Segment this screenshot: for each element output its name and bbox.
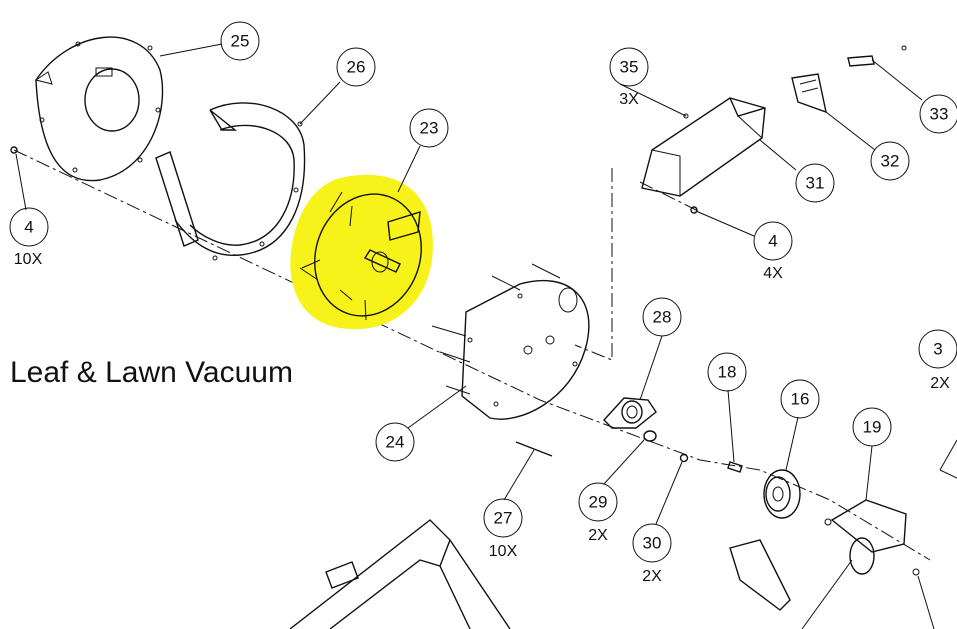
- svg-text:30: 30: [643, 534, 662, 553]
- part-27-bolt: [515, 441, 553, 457]
- svg-text:4: 4: [768, 232, 777, 251]
- vertical-center-line: [574, 168, 613, 361]
- impeller-highlight: [290, 174, 433, 330]
- part-33-bracket: [847, 45, 907, 67]
- partial-part-3: [939, 439, 957, 479]
- svg-text:3X: 3X: [619, 91, 639, 108]
- svg-text:4: 4: [24, 218, 33, 237]
- svg-text:3: 3: [933, 340, 942, 359]
- part-18-key: [727, 461, 743, 473]
- callout-28: 28: [642, 297, 682, 337]
- callout-27: 27 10X: [483, 498, 523, 560]
- part-26-scroll-band: [155, 102, 306, 261]
- svg-text:10X: 10X: [489, 543, 518, 560]
- svg-text:2X: 2X: [642, 568, 662, 585]
- callout-29: 29 2X: [578, 482, 618, 544]
- callout-33: 33: [919, 94, 957, 134]
- lower-bracket: [729, 539, 791, 611]
- part-24-back-plate: [431, 263, 590, 420]
- part-4-nut-chute: [690, 206, 698, 214]
- callout-23: 23: [409, 108, 449, 148]
- callout-16: 16: [780, 379, 820, 419]
- svg-text:10X: 10X: [14, 251, 43, 268]
- part-19-gear-mount: [824, 499, 920, 576]
- chute-center-line: [639, 181, 701, 213]
- callout-19: 19: [852, 407, 892, 447]
- callout-4-chute: 4 4X: [753, 221, 793, 282]
- leader-lines: [15, 43, 935, 629]
- part-30-nut: [679, 453, 689, 463]
- part-31-discharge-chute: [641, 97, 766, 197]
- svg-text:4X: 4X: [763, 265, 783, 282]
- svg-text:18: 18: [718, 363, 737, 382]
- svg-text:2X: 2X: [588, 527, 608, 544]
- callout-18: 18: [707, 352, 747, 392]
- svg-text:23: 23: [420, 119, 439, 138]
- part-4-nut-left: [10, 146, 18, 154]
- svg-text:35: 35: [620, 58, 639, 77]
- callout-25: 25: [220, 21, 260, 61]
- svg-text:31: 31: [806, 174, 825, 193]
- callout-4-left: 4 10X: [9, 207, 49, 268]
- svg-text:26: 26: [347, 58, 366, 77]
- part-25-housing-cover: [34, 36, 164, 182]
- svg-text:33: 33: [930, 105, 949, 124]
- svg-text:27: 27: [494, 509, 513, 528]
- svg-text:2X: 2X: [930, 375, 950, 392]
- part-29-washer: [643, 430, 657, 442]
- part-32-flap: [791, 73, 827, 114]
- assembly-center-line: [13, 149, 931, 561]
- callout-35: 35 3X: [609, 47, 649, 108]
- svg-text:29: 29: [589, 493, 608, 512]
- svg-text:28: 28: [653, 308, 672, 327]
- svg-text:25: 25: [231, 32, 250, 51]
- part-28-bearing: [603, 397, 657, 429]
- callout-30: 30 2X: [632, 523, 672, 585]
- diagram-title: Leaf & Lawn Vacuum: [10, 356, 293, 389]
- svg-text:32: 32: [881, 152, 900, 171]
- frame-lower-left: [289, 519, 511, 629]
- part-23-impeller: [290, 174, 433, 330]
- callout-32: 32: [870, 141, 910, 181]
- svg-text:24: 24: [386, 433, 405, 452]
- callout-26: 26: [336, 47, 376, 87]
- svg-text:16: 16: [791, 390, 810, 409]
- callout-3: 3 2X: [918, 329, 957, 392]
- svg-text:19: 19: [863, 418, 882, 437]
- part-16-pulley: [763, 469, 801, 519]
- callout-24: 24: [375, 422, 415, 462]
- callout-31: 31: [795, 163, 835, 203]
